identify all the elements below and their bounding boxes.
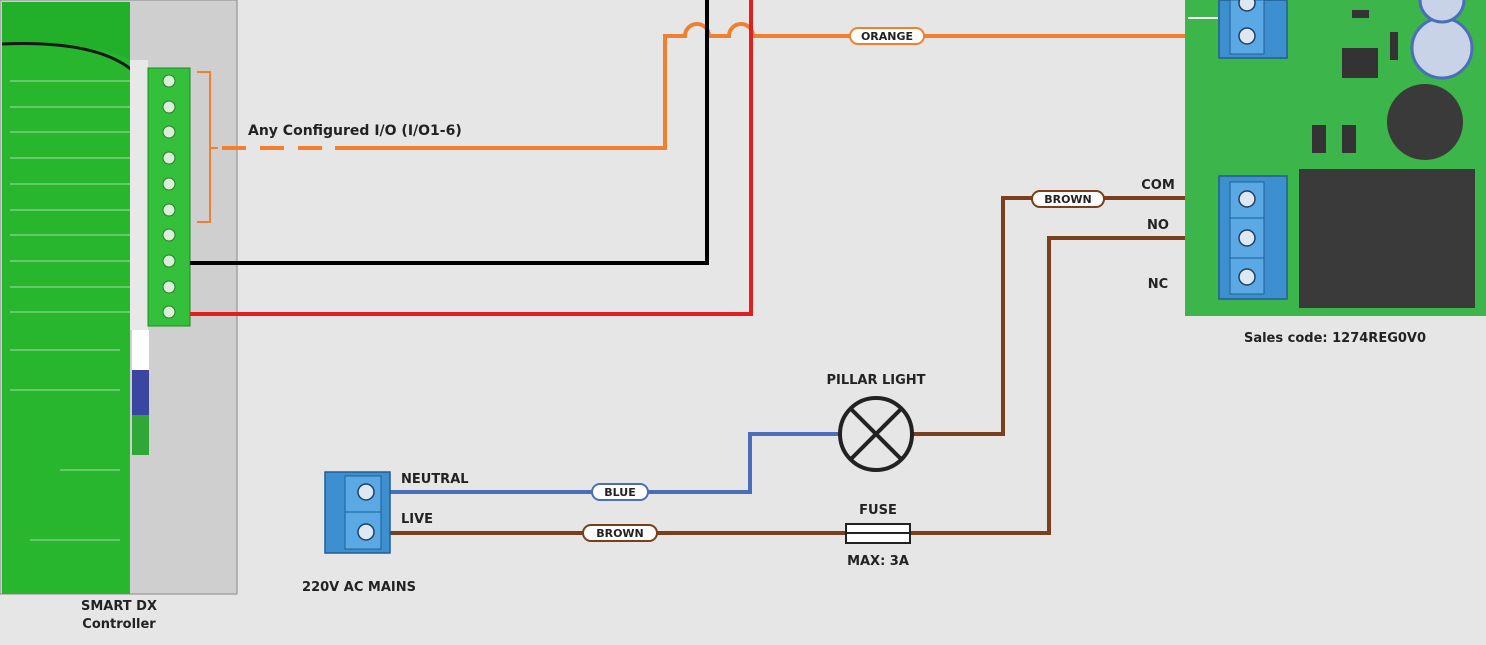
red-wire (190, 0, 753, 316)
fuse-title: FUSE (859, 503, 897, 518)
nc-terminal (1238, 268, 1256, 286)
pillar-light-title: PILLAR LIGHT (826, 373, 925, 388)
blue-tag: BLUE (591, 483, 649, 501)
brown-tag-bottom-label: BROWN (596, 527, 644, 540)
controller-title-line2: Controller (82, 617, 156, 632)
no-terminal (1238, 229, 1256, 247)
sales-code: Sales code: 1274REG0V0 (1244, 331, 1426, 346)
fuse-symbol (845, 523, 911, 544)
orange-tag: ORANGE (849, 27, 925, 45)
pillar-light-lamp (838, 396, 914, 472)
live-label: LIVE (401, 512, 433, 527)
com-label: COM (1141, 178, 1175, 193)
neutral-label: NEUTRAL (401, 472, 469, 487)
brown-tag-top-label: BROWN (1044, 193, 1092, 206)
orange-wire (335, 22, 1225, 150)
blue-wire-neutral (390, 432, 840, 494)
mains-title: 220V AC MAINS (302, 580, 416, 595)
controller-title-line1: SMART DX (81, 599, 157, 614)
fuse-rating: MAX: 3A (847, 554, 909, 569)
brown-tag-top: BROWN (1031, 190, 1105, 208)
brown-wire-no (910, 236, 1225, 535)
io-note: Any Configured I/O (I/O1-6) (248, 123, 462, 139)
smart-dx-controller (0, 0, 238, 595)
brown-tag-bottom: BROWN (582, 524, 658, 542)
com-terminal (1238, 190, 1256, 208)
blue-tag-label: BLUE (604, 486, 635, 499)
nc-label: NC (1148, 277, 1168, 292)
mains-terminal-block (324, 471, 391, 554)
brown-wire-com (912, 196, 1225, 436)
relay-board (1185, 0, 1486, 316)
orange-tag-label: ORANGE (861, 30, 913, 43)
controller-terminals (162, 74, 176, 319)
black-wire (190, 0, 709, 265)
io-bracket (197, 71, 218, 223)
no-label: NO (1147, 218, 1169, 233)
